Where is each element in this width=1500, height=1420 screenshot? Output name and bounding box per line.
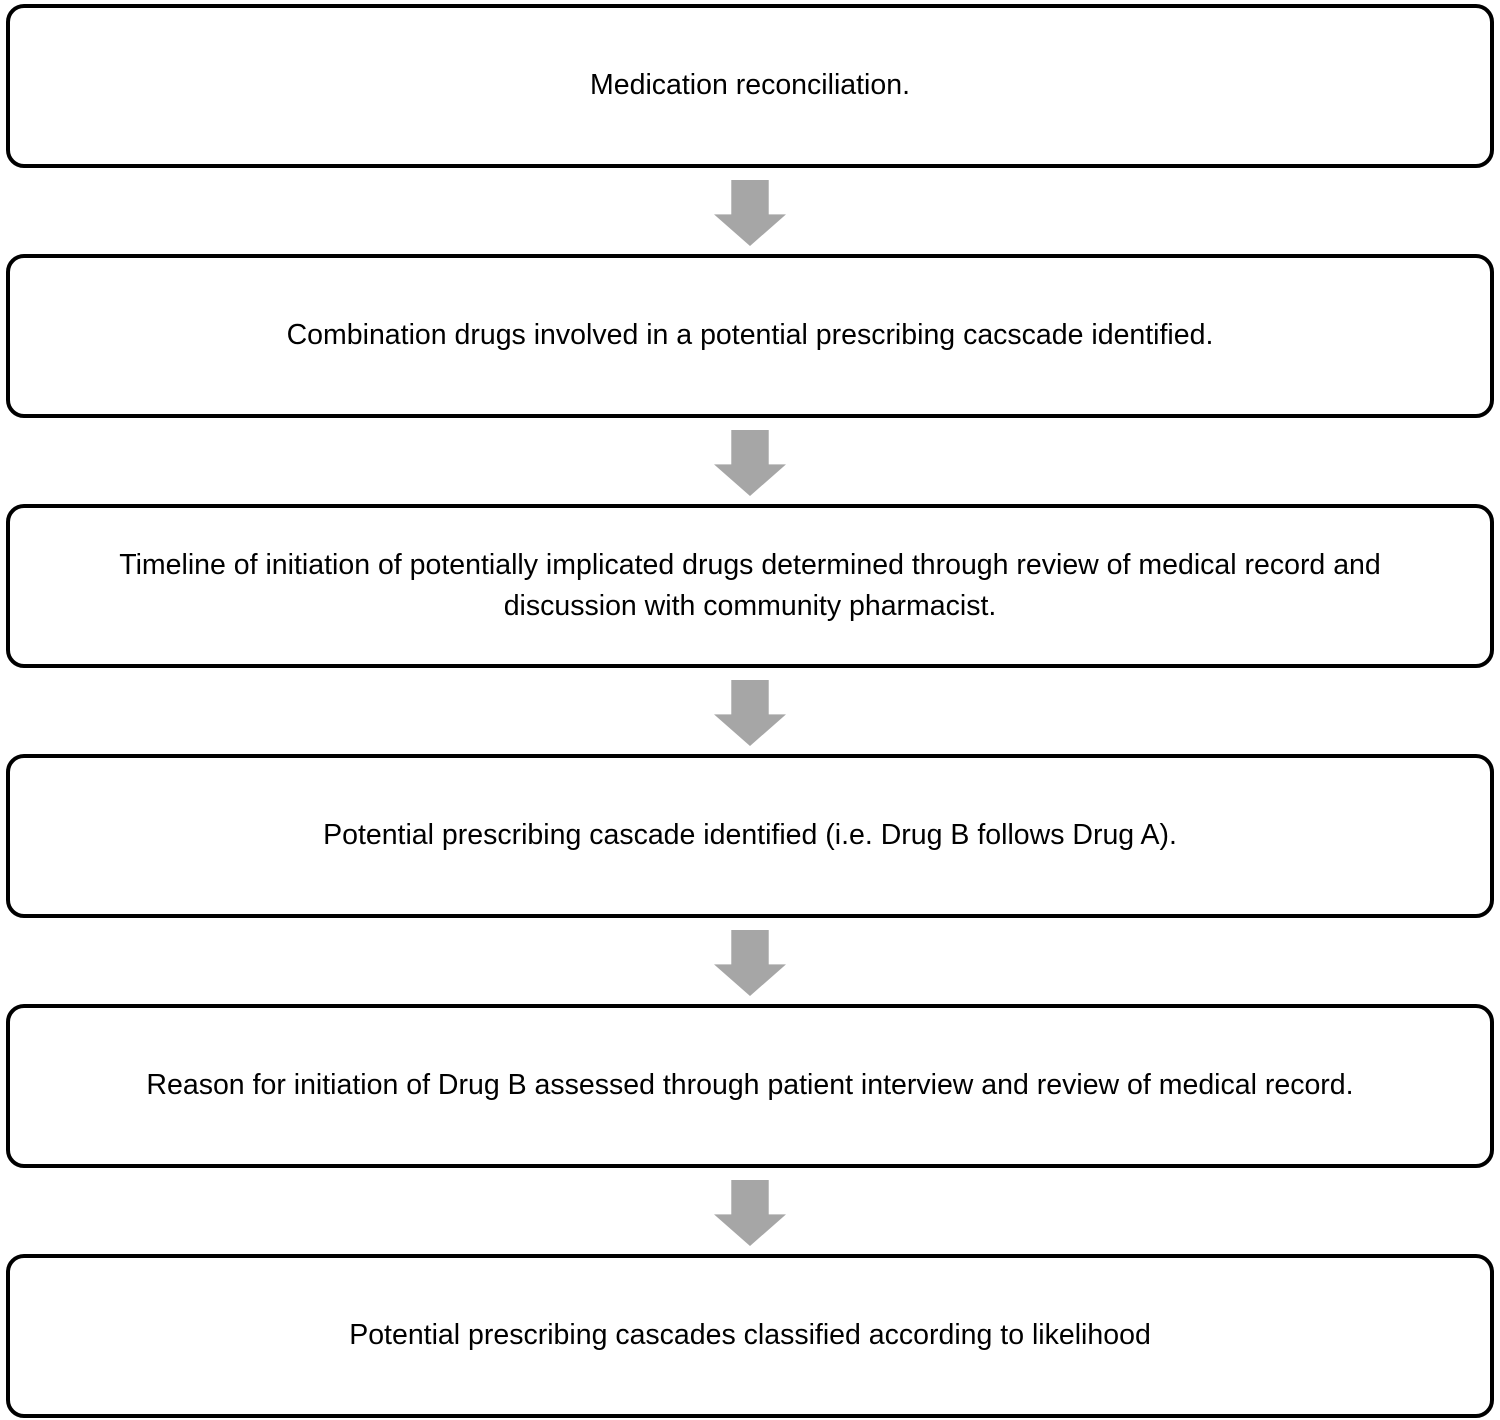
down-arrow-icon xyxy=(714,180,786,246)
flow-step-reason-for-initiation: Reason for initiation of Drug B assessed… xyxy=(6,1004,1494,1168)
flow-step-text: Medication reconciliation. xyxy=(590,69,910,102)
flow-step-timeline-of-initiation: Timeline of initiation of potentially im… xyxy=(6,504,1494,668)
down-arrow-icon xyxy=(714,680,786,746)
flow-step-medication-reconciliation: Medication reconciliation. xyxy=(6,4,1494,168)
down-arrow-icon xyxy=(714,1180,786,1246)
flow-step-combination-drugs-identified: Combination drugs involved in a potentia… xyxy=(6,254,1494,418)
flow-step-cascades-classified: Potential prescribing cascades classifie… xyxy=(6,1254,1494,1418)
flow-step-cascade-identified: Potential prescribing cascade identified… xyxy=(6,754,1494,918)
flow-step-text: Combination drugs involved in a potentia… xyxy=(286,319,1214,352)
flow-step-text: Potential prescribing cascade identified… xyxy=(323,819,1177,852)
flow-step-text: Potential prescribing cascades classifie… xyxy=(349,1319,1151,1352)
flow-step-text: Reason for initiation of Drug B assessed… xyxy=(146,1069,1354,1102)
down-arrow-icon xyxy=(714,930,786,996)
flow-step-text: Timeline of initiation of potentially im… xyxy=(119,548,1381,622)
down-arrow-icon xyxy=(714,430,786,496)
